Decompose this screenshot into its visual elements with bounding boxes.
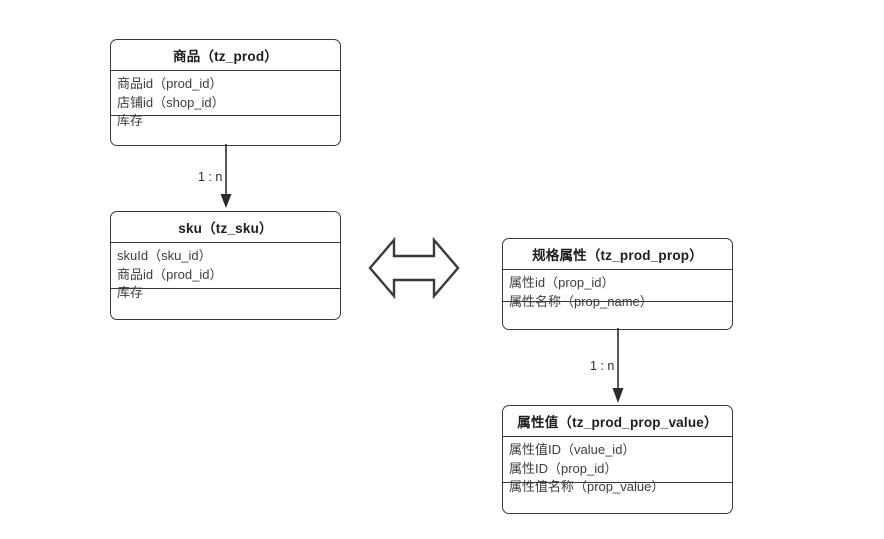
entity-tz-prod[interactable]: 商品（tz_prod） 商品id（prod_id） 店铺id（shop_id） …: [110, 39, 341, 146]
connector-prod-to-sku: 1 : n: [190, 144, 270, 214]
connector-line-icon: [220, 144, 232, 208]
entity-footer-tz-sku: [111, 289, 340, 318]
entity-title-tz-prod-prop: 规格属性（tz_prod_prop）: [503, 239, 732, 270]
connector-line-icon: [612, 328, 624, 403]
entity-tz-prod-prop-value[interactable]: 属性值（tz_prod_prop_value） 属性值ID（value_id） …: [502, 405, 733, 514]
entity-title-tz-sku: sku（tz_sku）: [111, 212, 340, 243]
entity-tz-sku[interactable]: sku（tz_sku） skuId（sku_id） 商品id（prod_id） …: [110, 211, 341, 320]
entity-attributes-tz-prod-prop-value: 属性值ID（value_id） 属性ID（prop_id） 属性值名称（prop…: [503, 437, 732, 494]
attribute-row: 库存: [117, 285, 144, 300]
entity-attributes-tz-prod-prop: 属性id（prop_id） 属性名称（prop_name）: [503, 270, 732, 309]
attribute-row: 店铺id（shop_id）: [117, 94, 225, 110]
attribute-row: 库存: [117, 113, 144, 128]
connector-label-prod-to-sku: 1 : n: [198, 170, 223, 184]
entity-tz-prod-prop[interactable]: 规格属性（tz_prod_prop） 属性id（prop_id） 属性名称（pr…: [502, 238, 733, 330]
connector-prop-to-prop-value: 1 : n: [582, 328, 662, 408]
attribute-row: 属性id（prop_id）: [509, 275, 615, 290]
attribute-row: 商品id（prod_id）: [117, 76, 223, 91]
entity-attributes-tz-sku: skuId（sku_id） 商品id（prod_id） 库存: [111, 243, 340, 300]
attribute-row: 属性值ID（value_id）: [509, 442, 636, 457]
attribute-row: 商品id（prod_id）: [117, 266, 223, 282]
attribute-row: 属性名称（prop_name）: [509, 293, 653, 309]
entity-title-tz-prod: 商品（tz_prod）: [111, 40, 340, 71]
entity-title-tz-prod-prop-value: 属性值（tz_prod_prop_value）: [503, 406, 732, 437]
double-headed-arrow-icon: [368, 236, 460, 300]
entity-footer-tz-prod: [111, 116, 340, 144]
attribute-row: skuId（sku_id）: [117, 248, 212, 263]
attribute-row: 属性值名称（prop_value）: [509, 479, 665, 494]
entity-attributes-tz-prod: 商品id（prod_id） 店铺id（shop_id） 库存: [111, 71, 340, 128]
connector-label-prop-to-prop-value: 1 : n: [590, 359, 615, 373]
attribute-row: 属性ID（prop_id）: [509, 460, 618, 476]
